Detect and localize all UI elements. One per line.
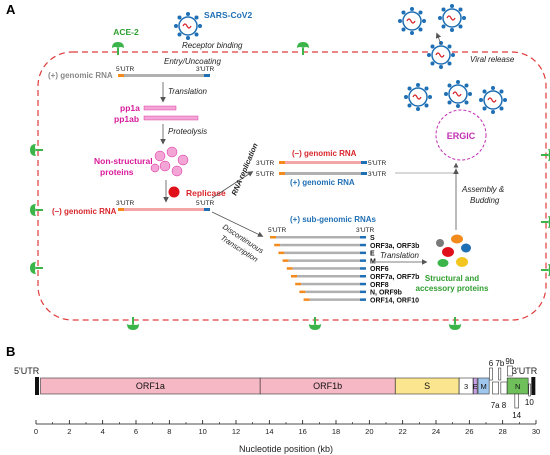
- receptor-binding-label: Receptor binding: [182, 41, 243, 50]
- entry-label: Entry/Uncoating: [164, 57, 221, 66]
- replicase-icon: [168, 186, 180, 198]
- panel-a-label: A: [6, 2, 16, 17]
- minus-genomic-top-label: (–) genomic RNA: [292, 149, 357, 158]
- utr3-label-5: 3'UTR: [356, 227, 375, 234]
- utr5-label-5: 5'UTR: [268, 227, 287, 234]
- virus-icon: [173, 11, 203, 41]
- subgenomic-rna-label: ORF3a, ORF3b: [370, 243, 419, 250]
- axis-tick-label: 18: [332, 427, 340, 436]
- pp1a-label: pp1a: [120, 103, 140, 113]
- orf-7a-label: 7a: [491, 401, 500, 410]
- minus-genomic-rna-label: (–) genomic RNA: [52, 207, 117, 216]
- virus-label: SARS-CoV2: [204, 10, 252, 20]
- gene-s-label: S: [424, 381, 430, 391]
- structural-label-2: accessory proteins: [416, 284, 489, 293]
- minus-genomic-rna-strand: [124, 208, 204, 211]
- subgenomic-rna-label: M: [370, 258, 376, 265]
- structural-proteins-cluster: [436, 234, 471, 267]
- subgenomic-rna-label: ORF8: [370, 282, 389, 289]
- pp1a-bar: [143, 105, 177, 111]
- gene-e-box: [473, 377, 478, 395]
- gene-3-label: 3: [464, 382, 468, 391]
- axis-tick-label: 0: [34, 427, 38, 436]
- utr3-label-2: 3'UTR: [116, 200, 135, 207]
- axis-tick-label: 20: [365, 427, 373, 436]
- utr3-label-3: 3'UTR: [256, 160, 275, 167]
- subgenomic-rna-label: S: [370, 235, 375, 242]
- utr5-label-3: 5'UTR: [368, 160, 387, 167]
- gene-orf1a-label: ORF1a: [136, 381, 165, 391]
- axis-tick-label: 14: [265, 427, 273, 436]
- subgenomic-rna-label: N, ORF9b: [370, 290, 402, 297]
- gene-m-box: [477, 377, 490, 395]
- replicase-label: Replicase: [186, 188, 226, 198]
- utr3-label: 3'UTR: [196, 66, 215, 73]
- utr5-label: 5'UTR: [116, 66, 135, 73]
- gene-e-label: E: [473, 382, 478, 391]
- gene-n-label: N: [515, 382, 520, 391]
- translation2-label: Translation: [380, 251, 420, 260]
- orf-8-label: 8: [502, 401, 507, 410]
- subgenomic-rna-label: ORF14, ORF10: [370, 297, 419, 304]
- pp1ab-label: pp1ab: [114, 114, 139, 124]
- proteolysis-label: Proteolysis: [168, 127, 207, 136]
- axis-tick-label: 30: [532, 427, 540, 436]
- structural-label-1: Structural and: [425, 274, 479, 283]
- axis-tick-label: 22: [398, 427, 406, 436]
- assembly-label-2: Budding: [470, 196, 500, 205]
- axis-title: Nucleotide position (kb): [239, 444, 333, 454]
- pp1ab-bar: [143, 115, 199, 121]
- genome-utr5-label: 5'UTR: [14, 366, 40, 376]
- axis-tick-label: 24: [432, 427, 440, 436]
- plus-genomic-rna-label: (+) genomic RNA: [48, 71, 113, 80]
- axis-tick-label: 16: [298, 427, 306, 436]
- utr5-label-2: 5'UTR: [196, 200, 215, 207]
- utr5-label-4: 5'UTR: [256, 171, 275, 178]
- axis-tick-label: 10: [198, 427, 206, 436]
- subgenomic-rna-label: ORF7a, ORF7b: [370, 274, 419, 281]
- subgenomic-label: (+) sub-genomic RNAs: [290, 215, 377, 224]
- subgenomic-rna-label: E: [370, 251, 375, 258]
- ace2-label: ACE-2: [113, 27, 139, 37]
- genome-utr3-label: 3'UTR: [512, 366, 538, 376]
- translation-label: Translation: [168, 87, 208, 96]
- gene-orf1b-label: ORF1b: [313, 381, 342, 391]
- panel-b-label: B: [6, 344, 15, 359]
- plus-genomic-mid-label: (+) genomic RNA: [290, 178, 355, 187]
- gene-m-label: M: [480, 382, 486, 391]
- gene-3-box: [458, 377, 474, 395]
- axis-tick-label: 4: [101, 427, 105, 436]
- axis-tick-label: 2: [67, 427, 71, 436]
- rna-replication-label: RNA replication: [230, 141, 260, 196]
- orf-7b-label: 7b: [495, 359, 504, 368]
- plus-genomic-rna-strand: [124, 74, 204, 77]
- axis-tick-label: 6: [134, 427, 138, 436]
- axis-tick-label: 12: [232, 427, 240, 436]
- axis-tick-label: 8: [167, 427, 171, 436]
- ergic-compartment: [435, 109, 487, 161]
- orf-6-label: 6: [489, 359, 494, 368]
- orf-9b-label: 9b: [505, 357, 514, 366]
- nonstructural-label-2: proteins: [100, 167, 134, 177]
- orf-10-label: 10: [525, 398, 534, 407]
- non-structural-proteins-cluster: [150, 146, 189, 177]
- nonstructural-label-1: Non-structural: [94, 156, 153, 166]
- axis-tick-label: 28: [498, 427, 506, 436]
- subgenomic-rna-label: ORF6: [370, 266, 389, 273]
- cell-membrane: [37, 51, 547, 321]
- orf-14-label: 14: [512, 411, 521, 420]
- axis-tick-label: 26: [465, 427, 473, 436]
- ergic-label: ERGIC: [447, 131, 476, 141]
- viral-release-label: Viral release: [470, 55, 515, 64]
- utr3-label-4: 3'UTR: [368, 171, 387, 178]
- assembly-label-1: Assembly &: [461, 185, 504, 194]
